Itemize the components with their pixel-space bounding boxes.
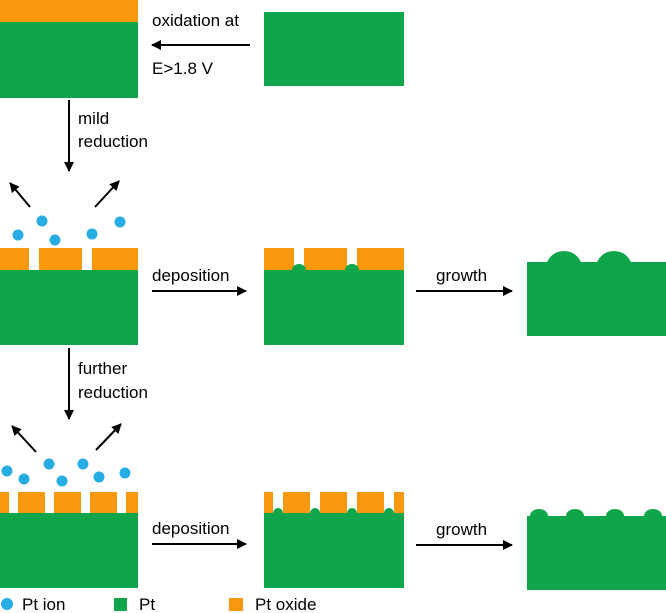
further-reduction-label-line2: reduction bbox=[78, 383, 148, 402]
further-reduction-label-line1: further bbox=[78, 359, 127, 378]
oxidation-label-line1: oxidation at bbox=[152, 11, 239, 30]
pt-ion bbox=[43, 458, 55, 470]
ion-release-arrows-row3 bbox=[11, 423, 122, 453]
pt-ion bbox=[86, 228, 98, 240]
pt-ion bbox=[114, 216, 126, 228]
mild-reduced-pt-block bbox=[0, 248, 138, 345]
pt-substrate bbox=[527, 262, 666, 336]
legend-item-pt-oxide: Pt oxide bbox=[229, 595, 316, 613]
release-arrow-left bbox=[11, 425, 37, 453]
pt-substrate bbox=[0, 22, 138, 98]
pt-oxide-segment bbox=[264, 492, 273, 513]
pt-ion bbox=[93, 471, 105, 483]
pt-substrate bbox=[264, 270, 404, 345]
pt-ion bbox=[119, 467, 131, 479]
legend: Pt ion Pt Pt oxide bbox=[1, 595, 316, 613]
pt-ion-dot-icon bbox=[1, 598, 13, 610]
pt-ion bbox=[12, 229, 24, 241]
pt-oxide-segment bbox=[0, 492, 9, 513]
release-arrow-right bbox=[94, 180, 120, 208]
further-reduced-pt-block bbox=[0, 492, 138, 588]
pt-oxide-segment bbox=[357, 248, 404, 270]
pt-oxide-square-icon bbox=[229, 598, 243, 611]
mild-reduction-label-line2: reduction bbox=[78, 132, 148, 151]
pt-substrate bbox=[0, 513, 138, 588]
pt-ions-row2 bbox=[12, 215, 126, 246]
pt-ion bbox=[36, 215, 48, 227]
pt-oxide-layer bbox=[0, 0, 138, 22]
deposited-pt-block-row2 bbox=[264, 248, 404, 345]
grown-pt-block-row3 bbox=[527, 509, 666, 590]
deposited-pt-block-row3 bbox=[264, 492, 404, 588]
deposition-label-row2: deposition bbox=[152, 266, 230, 285]
pt-ion bbox=[77, 458, 89, 470]
pt-ion bbox=[56, 475, 68, 487]
pt-substrate bbox=[527, 516, 666, 590]
mild-reduction-label-line1: mild bbox=[78, 109, 109, 128]
pt-substrate bbox=[264, 513, 404, 588]
pt-oxide-segment bbox=[394, 492, 404, 513]
oxidation-label-line2: E>1.8 V bbox=[152, 59, 214, 78]
pt-oxide-segment bbox=[18, 492, 45, 513]
release-arrow-right bbox=[95, 423, 122, 451]
pristine-pt-block bbox=[264, 12, 404, 86]
legend-item-pt: Pt bbox=[114, 595, 155, 613]
pt-oxide-segment bbox=[126, 492, 138, 513]
pt-oxide-segment bbox=[283, 492, 310, 513]
growth-label-row2: growth bbox=[436, 266, 487, 285]
pt-substrate bbox=[0, 270, 138, 345]
pt-ion bbox=[49, 234, 61, 246]
legend-item-pt-ion: Pt ion bbox=[1, 595, 65, 613]
pt-oxide-segment bbox=[304, 248, 347, 270]
pt-oxide-segment bbox=[320, 492, 347, 513]
growth-label-row3: growth bbox=[436, 520, 487, 539]
pt-oxide-segment bbox=[54, 492, 81, 513]
pt-oxide-segment bbox=[264, 248, 294, 270]
pt-ion bbox=[1, 465, 13, 477]
legend-label-pt-ion: Pt ion bbox=[22, 595, 65, 613]
pt-square-icon bbox=[114, 598, 127, 611]
legend-label-pt: Pt bbox=[139, 595, 155, 613]
pt-oxide-segment bbox=[39, 248, 82, 270]
legend-label-pt-oxide: Pt oxide bbox=[255, 595, 316, 613]
pt-ions-row3 bbox=[1, 458, 131, 487]
oxidized-pt-block bbox=[0, 0, 138, 98]
grown-pt-block-row2 bbox=[527, 251, 666, 336]
pt-oxide-segment bbox=[357, 492, 384, 513]
pt-ion bbox=[18, 473, 30, 485]
pt-oxide-segment bbox=[92, 248, 138, 270]
release-arrow-left bbox=[9, 182, 31, 208]
ion-release-arrows-row2 bbox=[9, 180, 120, 208]
pt-oxide-segment bbox=[0, 248, 29, 270]
pt-oxide-segment bbox=[90, 492, 117, 513]
deposition-label-row3: deposition bbox=[152, 519, 230, 538]
